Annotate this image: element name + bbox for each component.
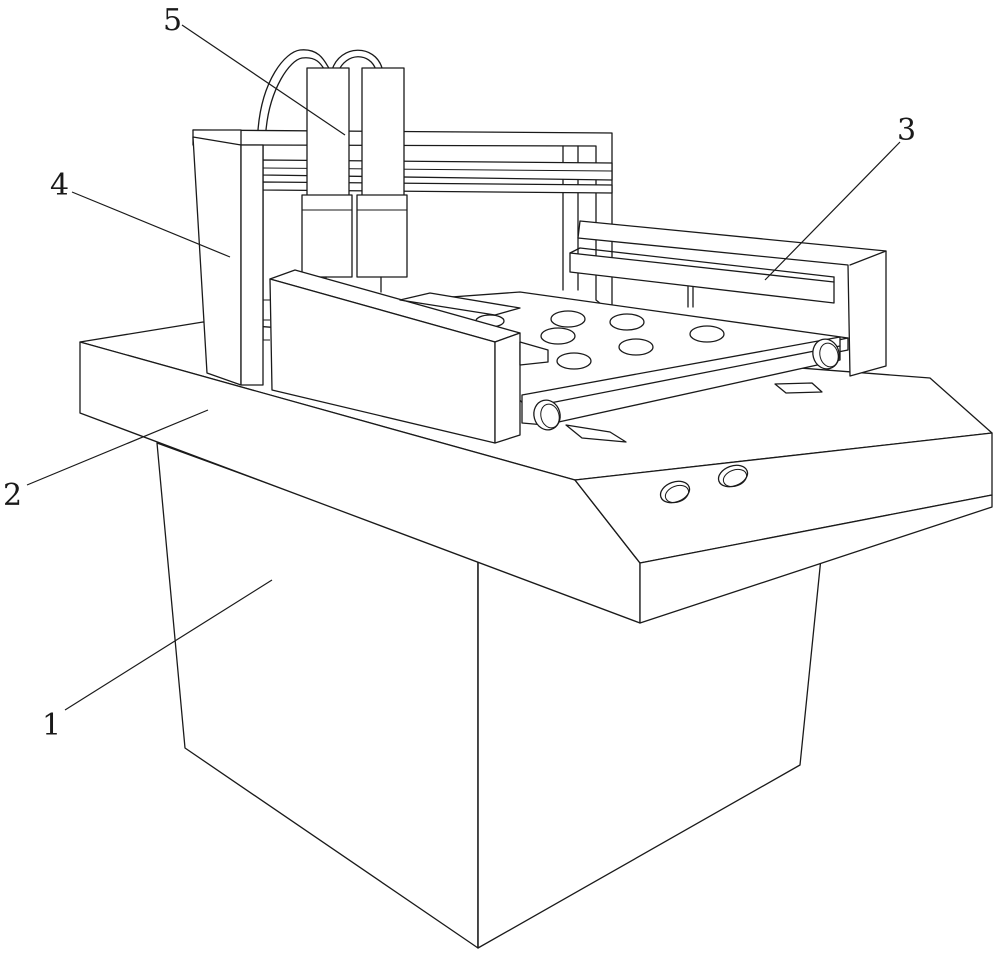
callout-4: 4 xyxy=(50,168,69,203)
leader-line-5 xyxy=(181,24,346,136)
plate-hole xyxy=(609,313,645,331)
plate-hole xyxy=(550,310,586,328)
callout-1: 1 xyxy=(42,708,61,743)
control-knob-left xyxy=(659,480,691,504)
plate-hole xyxy=(540,327,576,345)
plate-hole xyxy=(618,338,654,356)
callout-5: 5 xyxy=(163,3,182,38)
callout-3: 3 xyxy=(897,113,916,148)
plate-hole xyxy=(689,325,725,343)
plate-hole xyxy=(556,352,592,370)
roller-front-left xyxy=(533,399,561,431)
control-knob-right xyxy=(717,464,749,488)
roller-front-right xyxy=(812,338,840,370)
side-column xyxy=(192,129,270,386)
callout-2: 2 xyxy=(3,478,22,513)
dispensing-heads xyxy=(257,49,408,293)
base-cabinet xyxy=(156,442,823,949)
leader-line-1 xyxy=(64,579,273,711)
leader-line-4 xyxy=(71,191,231,258)
leader-line-3 xyxy=(764,141,901,281)
guide-block xyxy=(269,269,549,444)
leader-line-2 xyxy=(26,409,209,486)
